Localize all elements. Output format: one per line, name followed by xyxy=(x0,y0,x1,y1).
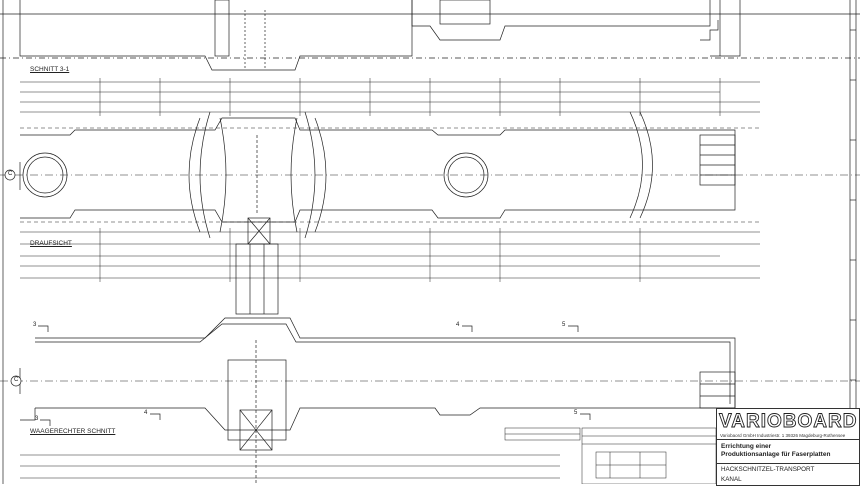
section-view-top xyxy=(0,0,860,71)
plan-view xyxy=(0,111,860,315)
section-mark: 5 xyxy=(562,322,566,328)
drawing-subject-line-1: HACKSCHNITZEL-TRANSPORT xyxy=(721,466,815,473)
section-label-horizontal: WAAGERECHTER SCHNITT xyxy=(30,428,116,435)
varioboard-logo: VARIOBOARD xyxy=(719,411,858,433)
section-label-top: SCHNITT 3-1 xyxy=(30,66,70,73)
section-mark: 4 xyxy=(144,410,148,416)
dimension-lines xyxy=(20,78,760,479)
section-mark: 5 xyxy=(574,410,578,416)
detail-table xyxy=(504,427,717,484)
title-block-divider xyxy=(717,463,859,464)
project-title-line-2: Produktionsanlage für Faserplatten xyxy=(721,451,831,458)
title-block-divider xyxy=(717,439,859,440)
section-mark: 3 xyxy=(35,416,39,422)
horizontal-section-view xyxy=(0,317,860,484)
project-title-line-1: Errichtung einer xyxy=(721,443,772,450)
company-line: Variobaord GmbH Industriestr. 1 39326 Ma… xyxy=(720,433,846,438)
title-block: VARIOBOARD Variobaord GmbH Industriestr.… xyxy=(716,408,860,486)
section-label-plan: DRAUFSICHT xyxy=(30,240,72,247)
axis-markers xyxy=(4,169,22,387)
axis-marker-label: C xyxy=(14,377,19,383)
section-mark: 3 xyxy=(33,322,37,328)
section-mark: 4 xyxy=(456,322,460,328)
axis-marker-label: C xyxy=(8,171,13,177)
drawing-subject-line-2: KANAL xyxy=(721,476,742,483)
